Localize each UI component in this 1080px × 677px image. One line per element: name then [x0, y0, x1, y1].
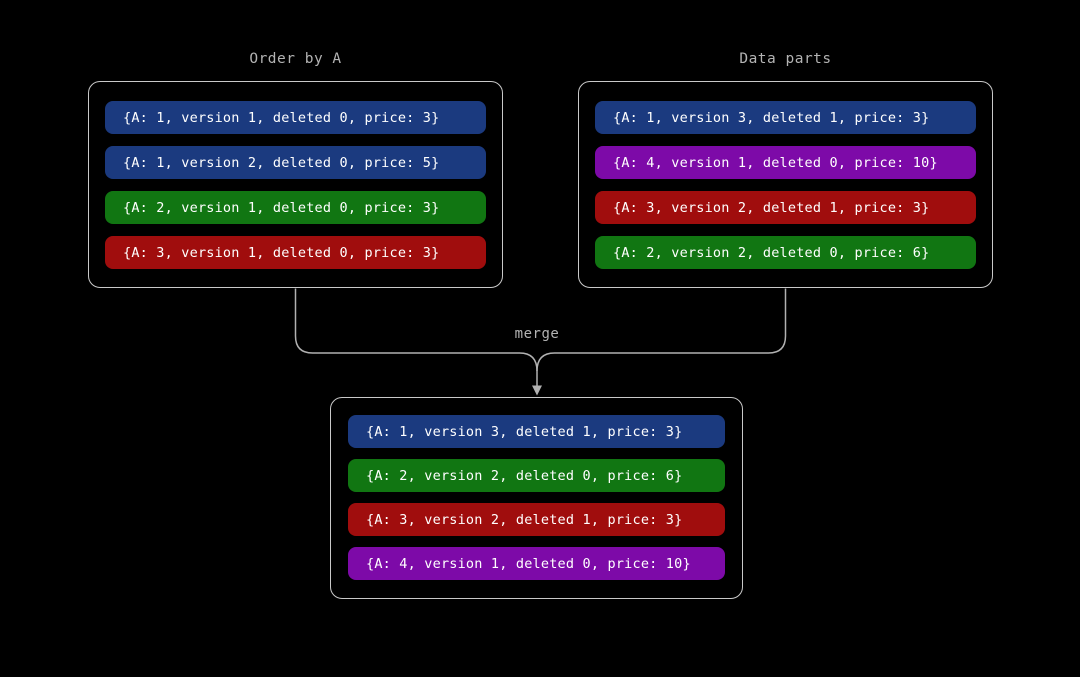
- data-row: {A: 2, version 2, deleted 0, price: 6}: [595, 236, 976, 269]
- data-row: {A: 1, version 2, deleted 0, price: 5}: [105, 146, 486, 179]
- data-row: {A: 3, version 1, deleted 0, price: 3}: [105, 236, 486, 269]
- arrowhead-icon: [532, 385, 542, 396]
- data-row: {A: 3, version 2, deleted 1, price: 3}: [348, 503, 725, 536]
- group-title-data-parts: Data parts: [739, 51, 832, 67]
- data-row: {A: 1, version 1, deleted 0, price: 3}: [105, 101, 486, 134]
- data-row: {A: 2, version 2, deleted 0, price: 6}: [348, 459, 725, 492]
- data-row: {A: 4, version 1, deleted 0, price: 10}: [595, 146, 976, 179]
- data-row: {A: 1, version 3, deleted 1, price: 3}: [595, 101, 976, 134]
- merged-box: {A: 1, version 3, deleted 1, price: 3} {…: [330, 397, 743, 599]
- group-title-order-by-a: Order by A: [249, 51, 342, 67]
- data-parts-box: {A: 1, version 3, deleted 1, price: 3} {…: [578, 81, 993, 288]
- data-row: {A: 2, version 1, deleted 0, price: 3}: [105, 191, 486, 224]
- data-row: {A: 3, version 2, deleted 1, price: 3}: [595, 191, 976, 224]
- data-row: {A: 4, version 1, deleted 0, price: 10}: [348, 547, 725, 580]
- merge-label: merge: [514, 326, 560, 342]
- order-by-a-box: {A: 1, version 1, deleted 0, price: 3} {…: [88, 81, 503, 288]
- data-row: {A: 1, version 3, deleted 1, price: 3}: [348, 415, 725, 448]
